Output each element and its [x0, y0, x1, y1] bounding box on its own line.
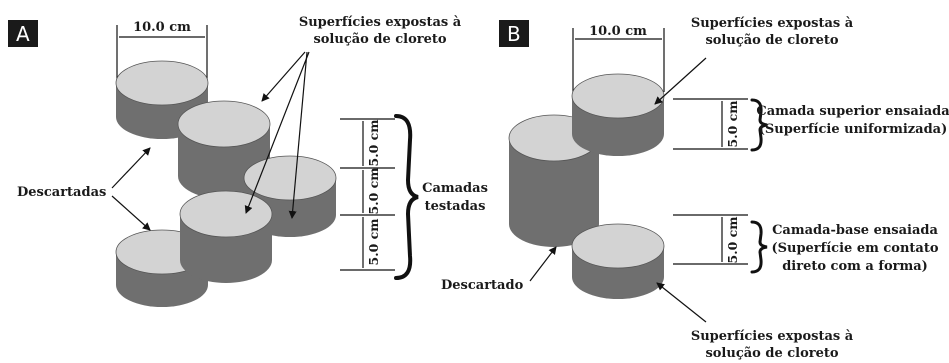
panel-a-brace	[394, 114, 419, 280]
panel-b-base-height: 5.0 cm	[725, 217, 740, 264]
arrow-a-discarded-top	[111, 147, 151, 189]
panel-b-exposed-top-line1: Superfícies expostas à	[691, 16, 854, 31]
panel-b-badge-box	[499, 20, 529, 47]
panel-b-width-dimension: 10.0 cm	[572, 24, 665, 92]
panel-b-upper-label-line2: (Superfície uniformizada)	[759, 122, 948, 137]
arrow-a-discarded-bottom	[111, 195, 151, 231]
panel-a-discarded-label: Descartadas	[17, 185, 106, 200]
panel-b-upper-brace	[750, 98, 768, 152]
panel-a-width-label: 10.0 cm	[133, 20, 191, 35]
arrow-a-exposed-2	[288, 51, 308, 219]
panel-b: B 10.0 cm Superfícies expostas à solução…	[441, 16, 949, 361]
panel-a-tested-label-line1: Camadas	[422, 181, 488, 196]
cylinder-b-upper	[571, 73, 665, 156]
panel-a-badge-box	[8, 20, 38, 47]
arrow-a-exposed-3	[244, 51, 310, 214]
arrow-b-exposed-top	[654, 57, 707, 105]
panel-b-exposed-bottom-line1: Superfícies expostas à	[691, 329, 854, 344]
panel-a-height-dimensions: 5.0 cm 5.0 cm 5.0 cm	[340, 118, 395, 271]
panel-a: A 10.0 cm Superfícies	[8, 15, 488, 307]
panel-a-height-3: 5.0 cm	[366, 219, 381, 266]
panel-b-base-label-line2: (Superfície em contato	[771, 241, 938, 256]
panel-b-upper-label-line1: Camada superior ensaiada	[756, 104, 949, 119]
panel-a-height-1: 5.0 cm	[366, 120, 381, 167]
panel-b-exposed-bottom-line2: solução de cloreto	[705, 346, 838, 361]
panel-b-width-label: 10.0 cm	[589, 24, 647, 39]
panel-a-tested-label-line2: testadas	[425, 199, 486, 214]
panel-b-base-dimension: 5.0 cm	[673, 214, 748, 265]
arrow-a-exposed-1	[261, 51, 306, 102]
panel-b-upper-dimension: 5.0 cm	[673, 98, 748, 150]
cylinder-b-base	[571, 223, 665, 299]
panel-a-exposed-label-line2: solução de cloreto	[313, 32, 446, 47]
panel-a-height-2: 5.0 cm	[366, 168, 381, 215]
panel-a-exposed-label-line1: Superfícies expostas à	[299, 15, 462, 30]
panel-b-base-label-line1: Camada-base ensaiada	[772, 223, 938, 238]
arrow-b-discarded	[529, 246, 557, 282]
cylinder-a-layer-3	[179, 190, 273, 283]
panel-b-badge: B	[507, 22, 521, 46]
panel-b-exposed-top-line2: solução de cloreto	[705, 33, 838, 48]
panel-b-discarded-label: Descartado	[441, 278, 524, 293]
panel-a-badge: A	[16, 22, 30, 46]
panel-b-upper-height: 5.0 cm	[725, 101, 740, 148]
panel-a-width-dimension: 10.0 cm	[116, 20, 208, 80]
panel-b-base-label-line3: direto com a forma)	[782, 259, 928, 274]
panel-b-base-brace	[750, 220, 768, 274]
arrow-b-exposed-bottom	[656, 282, 707, 323]
